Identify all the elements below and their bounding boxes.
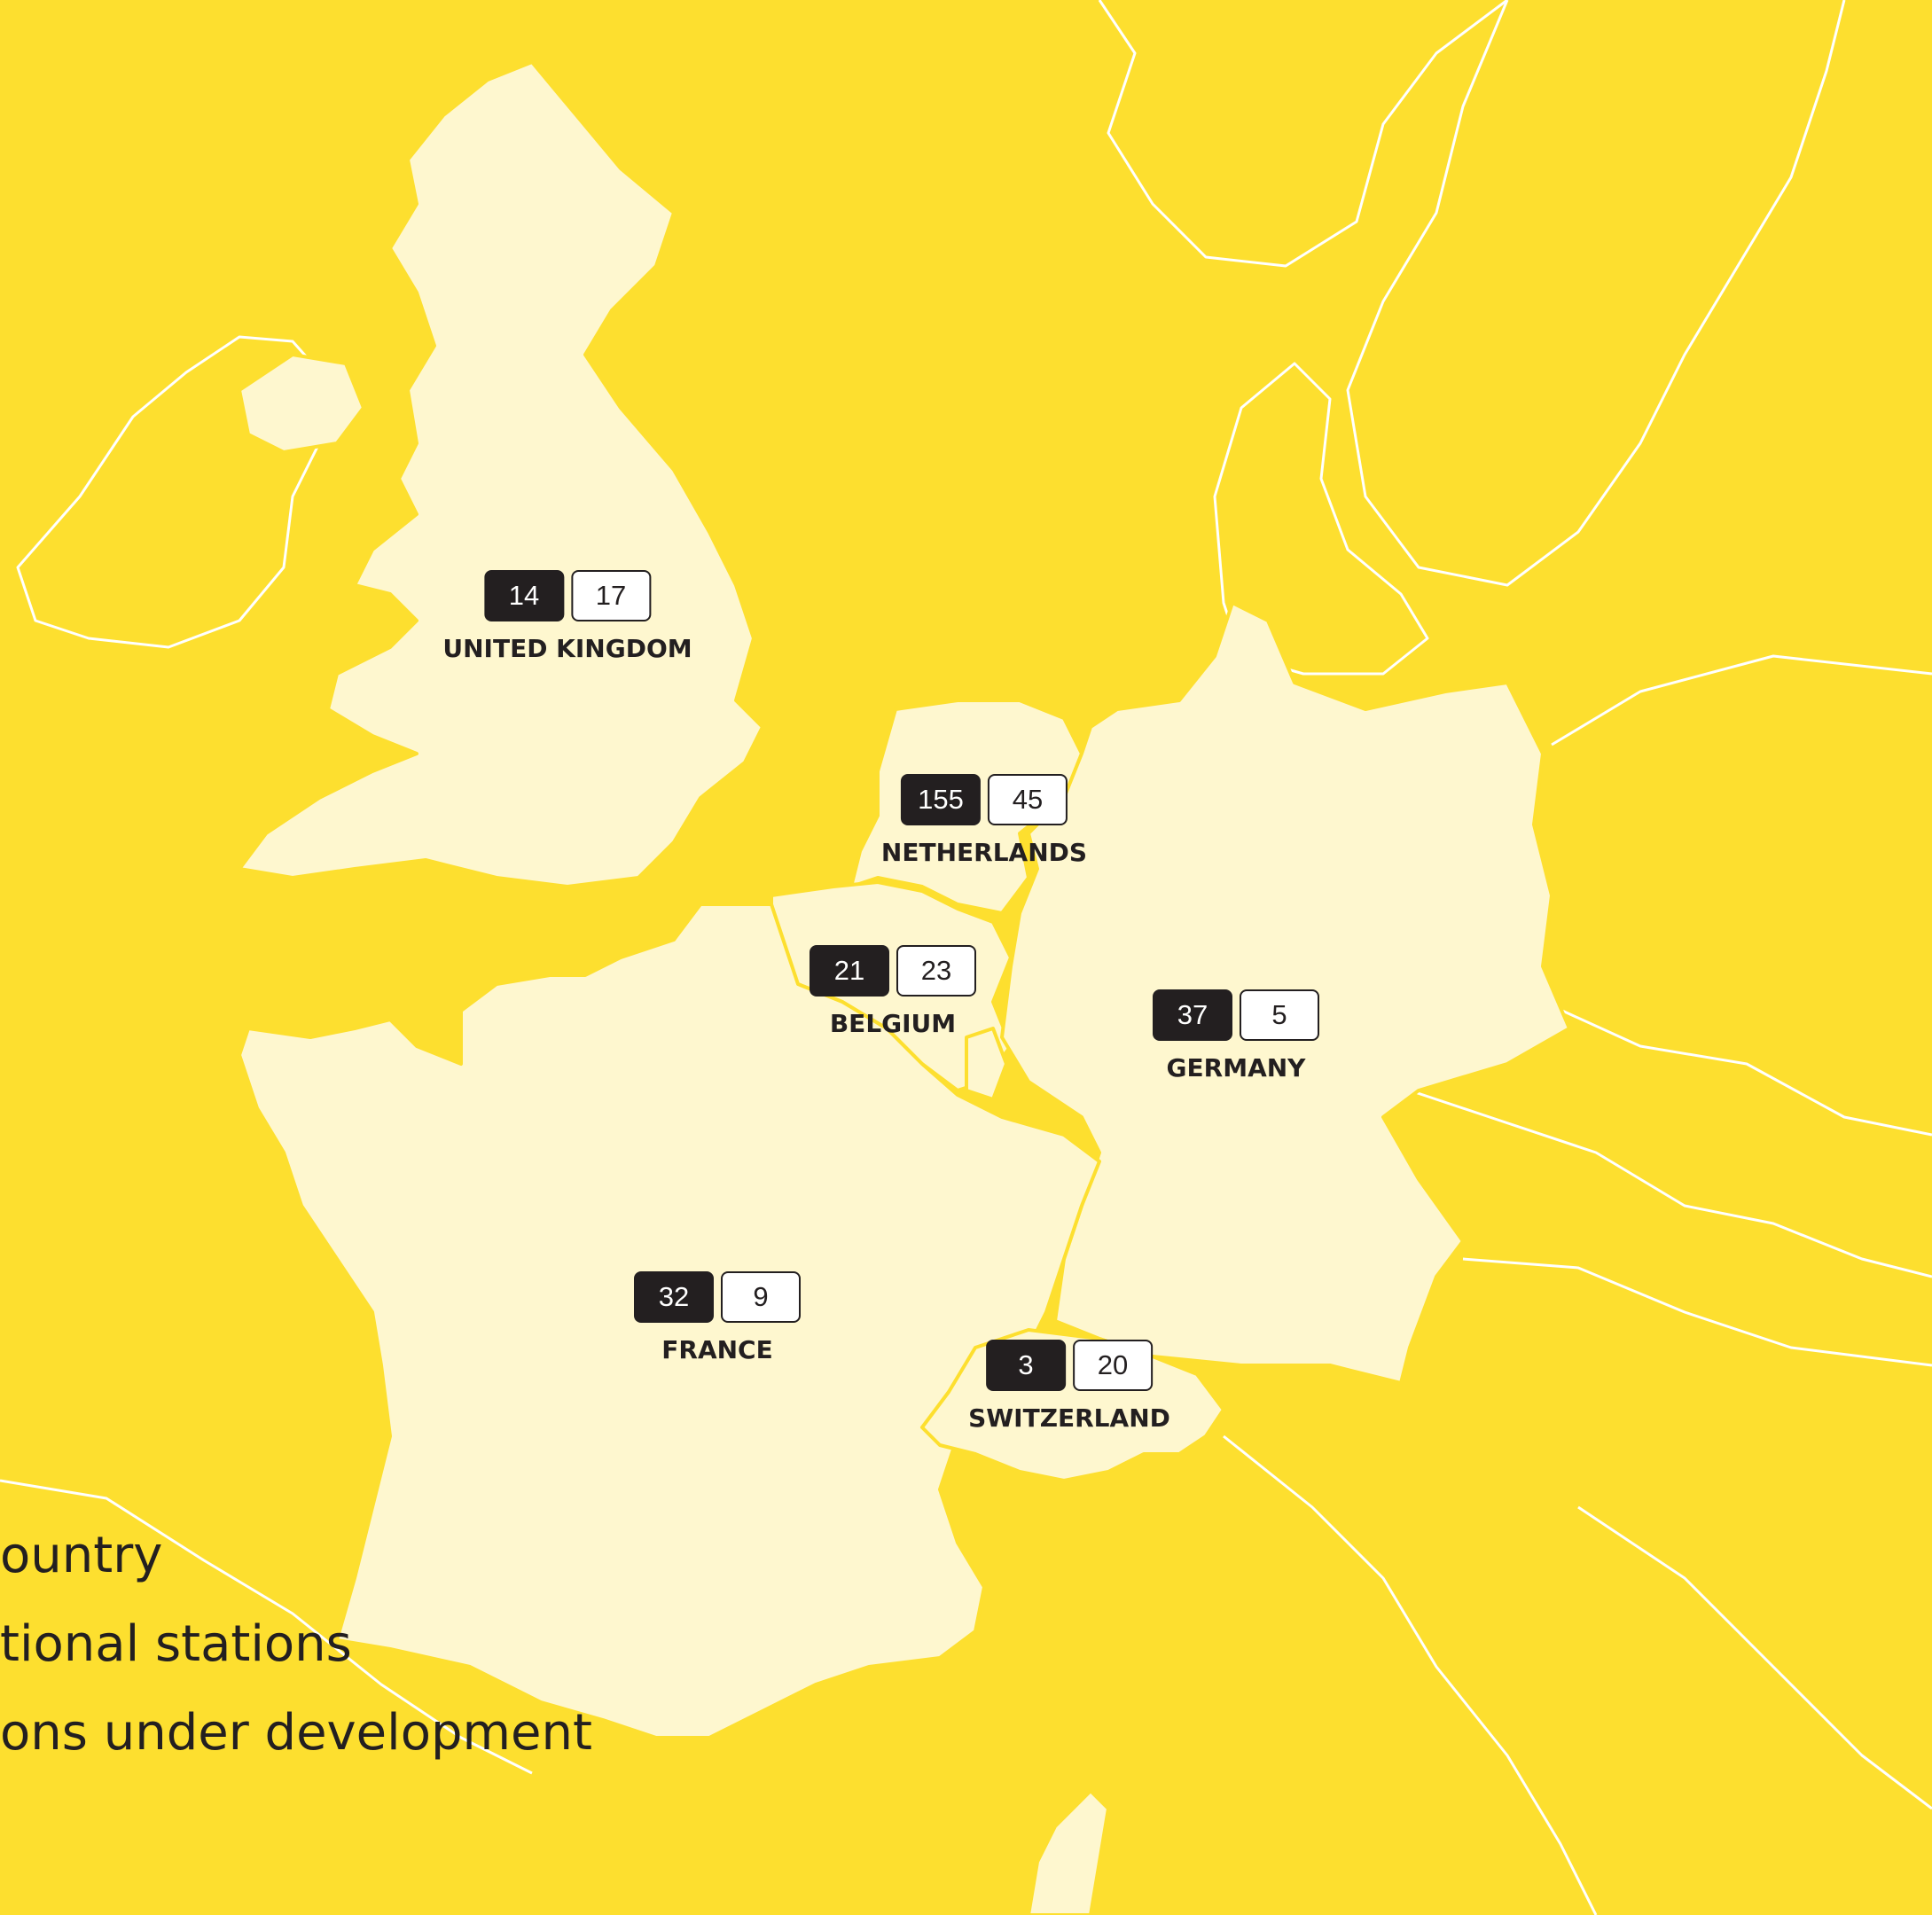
operational-count-badge: 155 bbox=[900, 774, 981, 825]
poland-border bbox=[1542, 1000, 1932, 1137]
poland-outline bbox=[1551, 654, 1932, 746]
legend-development: ons under development bbox=[0, 1704, 592, 1762]
badge-group: 37 5 bbox=[1153, 989, 1319, 1041]
map-legend: ountry tional stations ons under develop… bbox=[0, 1512, 592, 1778]
sweden-outline bbox=[1346, 0, 1846, 587]
development-count-badge: 5 bbox=[1240, 989, 1319, 1041]
badge-group: 14 17 bbox=[484, 570, 651, 621]
country-label: BELGIUM bbox=[829, 1009, 957, 1038]
northern-ireland-shape bbox=[238, 353, 365, 454]
badge-group: 21 23 bbox=[810, 945, 976, 997]
czech-border bbox=[1382, 1080, 1932, 1278]
development-count-badge: 17 bbox=[571, 570, 651, 621]
country-label: SWITZERLAND bbox=[968, 1403, 1170, 1433]
denmark-outline bbox=[1213, 362, 1429, 676]
operational-count-badge: 37 bbox=[1153, 989, 1232, 1041]
country-label: FRANCE bbox=[661, 1335, 773, 1364]
country-label: UNITED KINGDOM bbox=[442, 634, 692, 663]
united-kingdom-shape bbox=[238, 60, 764, 888]
marker-united-kingdom[interactable]: 14 17 UNITED KINGDOM bbox=[442, 570, 692, 663]
operational-count-badge: 3 bbox=[986, 1340, 1066, 1391]
operational-count-badge: 14 bbox=[484, 570, 564, 621]
corsica-shape bbox=[1027, 1789, 1110, 1915]
operational-count-badge: 32 bbox=[634, 1271, 714, 1323]
austria-border bbox=[1462, 1257, 1932, 1367]
italy-outline bbox=[1223, 1434, 1598, 1915]
marker-switzerland[interactable]: 3 20 SWITZERLAND bbox=[968, 1340, 1170, 1433]
development-count-badge: 20 bbox=[1073, 1340, 1153, 1391]
luxembourg-shape bbox=[965, 1027, 1008, 1101]
marker-netherlands[interactable]: 155 45 NETHERLANDS bbox=[881, 774, 1087, 867]
spain-outline bbox=[0, 1479, 533, 1775]
operational-count-badge: 21 bbox=[810, 945, 889, 997]
marker-germany[interactable]: 37 5 GERMANY bbox=[1153, 989, 1319, 1083]
scandinavia-outline bbox=[1098, 0, 1508, 268]
development-count-badge: 45 bbox=[987, 774, 1068, 825]
badge-group: 32 9 bbox=[634, 1271, 801, 1323]
legend-country: ountry bbox=[0, 1527, 163, 1584]
development-count-badge: 9 bbox=[721, 1271, 801, 1323]
badge-group: 3 20 bbox=[986, 1340, 1153, 1391]
marker-belgium[interactable]: 21 23 BELGIUM bbox=[810, 945, 976, 1038]
development-count-badge: 23 bbox=[896, 945, 976, 997]
legend-operational: tional stations bbox=[0, 1615, 352, 1673]
balkans-outline bbox=[1577, 1505, 1932, 1810]
badge-group: 155 45 bbox=[900, 774, 1068, 825]
country-label: NETHERLANDS bbox=[880, 838, 1088, 867]
country-label: GERMANY bbox=[1166, 1053, 1306, 1083]
marker-france[interactable]: 32 9 FRANCE bbox=[634, 1271, 801, 1364]
